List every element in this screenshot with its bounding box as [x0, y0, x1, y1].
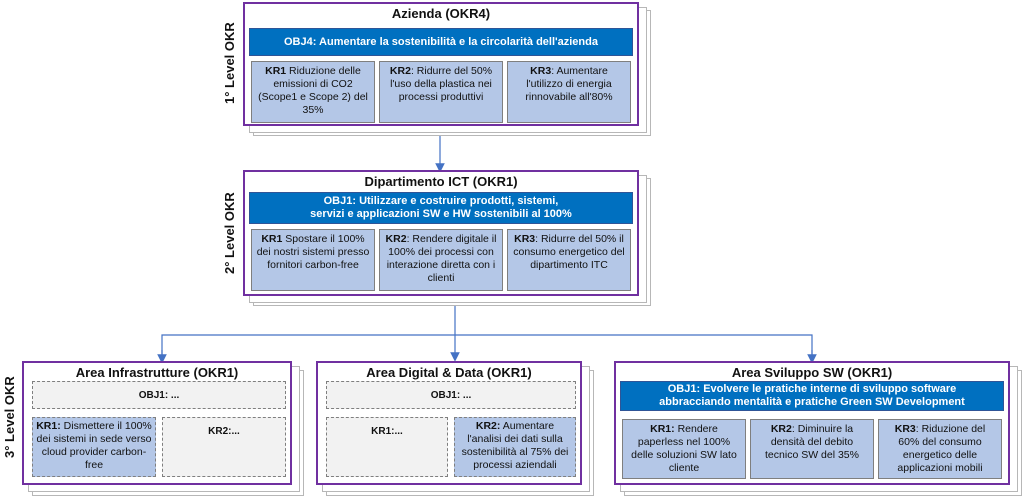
level-2-label: 2° Level OKR — [222, 192, 237, 274]
objective-placeholder: OBJ1: ... — [32, 381, 286, 409]
key-result-3: KR3: Ridurre del 50% il consumo energeti… — [507, 229, 631, 291]
objective-box: OBJ1: Evolvere le pratiche interne di sv… — [620, 381, 1004, 411]
key-result-1: KR1 Riduzione delle emissioni di CO2 (Sc… — [251, 61, 375, 123]
card-azienda: Azienda (OKR4) OBJ4: Aumentare la sosten… — [243, 2, 639, 126]
card-infrastrutture: Area Infrastrutture (OKR1) OBJ1: ... KR1… — [22, 361, 292, 485]
key-result-3: KR3: Riduzione del 60% del consumo energ… — [878, 419, 1002, 479]
key-result-2: KR2: Aumentare l'analisi dei dati sulla … — [454, 417, 576, 477]
card-title: Area Infrastrutture (OKR1) — [75, 365, 239, 380]
level-3-label: 3° Level OKR — [2, 376, 17, 458]
card-digital-data: Area Digital & Data (OKR1) OBJ1: ... KR1… — [316, 361, 582, 485]
card-title: Area Sviluppo SW (OKR1) — [731, 365, 893, 380]
card-sviluppo-sw: Area Sviluppo SW (OKR1) OBJ1: Evolvere l… — [614, 361, 1010, 485]
key-result-1: KR1 Spostare il 100% dei nostri sistemi … — [251, 229, 375, 291]
level-1-label: 1° Level OKR — [222, 22, 237, 104]
connector-l3-branch — [161, 334, 813, 357]
key-result-1: KR1: Dismettere il 100% dei sistemi in s… — [32, 417, 156, 477]
key-result-3: KR3: Aumentare l'utilizzo di energia rin… — [507, 61, 631, 123]
key-result-2: KR2: Rendere digitale il 100% dei proces… — [379, 229, 503, 291]
card-title: Area Digital & Data (OKR1) — [366, 365, 532, 380]
key-result-2-placeholder: KR2:... — [162, 417, 286, 477]
card-title: Azienda (OKR4) — [391, 6, 491, 21]
key-result-2: KR2: Diminuire la densità del debito tec… — [750, 419, 874, 479]
key-result-1: KR1: Rendere paperless nel 100% delle so… — [622, 419, 746, 479]
key-result-1-placeholder: KR1:... — [326, 417, 448, 477]
objective-placeholder: OBJ1: ... — [326, 381, 576, 409]
key-result-2: KR2: Ridurre del 50% l'uso della plastic… — [379, 61, 503, 123]
card-ict: Dipartimento ICT (OKR1) OBJ1: Utilizzare… — [243, 170, 639, 296]
card-title: Dipartimento ICT (OKR1) — [364, 174, 518, 189]
objective-box: OBJ1: Utilizzare e costruire prodotti, s… — [249, 192, 633, 224]
objective-box: OBJ4: Aumentare la sostenibilità e la ci… — [249, 28, 633, 56]
